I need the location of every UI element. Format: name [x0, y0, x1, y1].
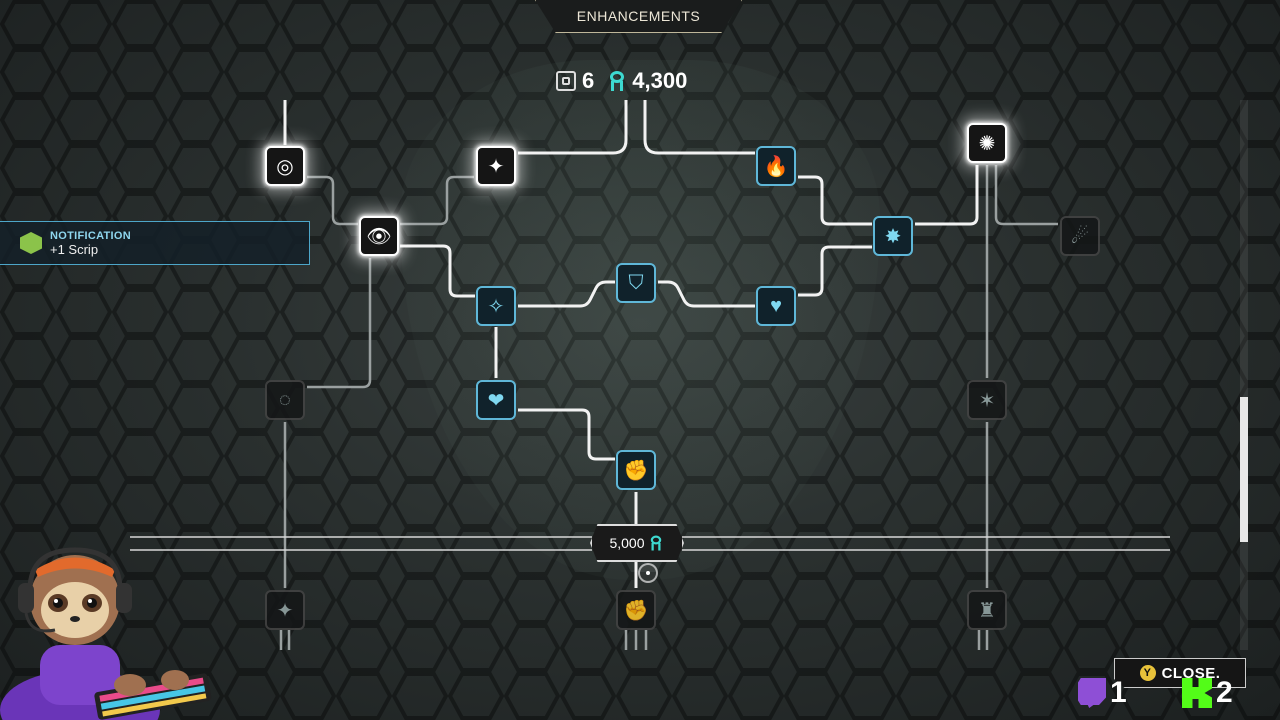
notification-body: NOTIFICATION +1 Scrip: [50, 230, 131, 257]
chip-counter: 6: [556, 68, 594, 94]
kick-count: 2: [1216, 676, 1233, 709]
shield-icon[interactable]: ⛉: [616, 263, 656, 303]
tier-unlock-cost: 5,000: [590, 524, 684, 562]
close-label: CLOSE.: [1161, 664, 1221, 682]
burst-figure-icon[interactable]: ✶: [967, 380, 1007, 420]
eye-skull-icon[interactable]: 👁: [359, 216, 399, 256]
notification-toast: NOTIFICATION +1 Scrip: [0, 221, 310, 265]
star-hand-icon[interactable]: ✧: [476, 286, 516, 326]
currency-bar: 6 4,300: [556, 68, 687, 94]
grenade-thrower-icon[interactable]: ☄: [1060, 216, 1100, 256]
scrip-counter: 4,300: [608, 68, 687, 94]
y-button-icon: Y: [1139, 665, 1156, 681]
scrollbar-track[interactable]: [1240, 100, 1248, 650]
grenade-blast-icon[interactable]: ✸: [873, 216, 913, 256]
punch-icon[interactable]: ✊: [616, 590, 656, 630]
chip-icon: [556, 71, 576, 91]
fire-icon[interactable]: 🔥: [756, 146, 796, 186]
notification-title: NOTIFICATION: [50, 229, 131, 242]
scrollbar-thumb[interactable]: [1240, 397, 1248, 542]
cursor-reticle-icon: [638, 563, 658, 583]
soldier-icon[interactable]: ♜: [967, 590, 1007, 630]
tier-cost-value: 5,000: [609, 535, 645, 551]
scrip-amount: 4,300: [632, 68, 688, 93]
page-title: ENHANCEMENTS: [535, 0, 742, 33]
chip-count: 6: [582, 68, 595, 93]
close-button[interactable]: Y CLOSE.: [1114, 658, 1246, 688]
spiral-icon[interactable]: ◌: [265, 380, 305, 420]
explosion-icon[interactable]: ✺: [967, 123, 1007, 163]
streamer-sloth-avatar: [0, 547, 212, 720]
star-hand-locked-icon[interactable]: ✦: [265, 590, 305, 630]
fist-fire-icon[interactable]: ✊: [616, 450, 656, 490]
scrip-cube-icon: [20, 232, 42, 254]
target-icon[interactable]: ◎: [265, 146, 305, 186]
scrip-icon: [608, 71, 626, 91]
wrench-icon[interactable]: ✦: [476, 146, 516, 186]
twitch-icon: [1078, 678, 1106, 708]
twitch-counter: 1: [1078, 676, 1127, 710]
twitch-count: 1: [1110, 676, 1127, 709]
kick-counter: 2: [1182, 676, 1233, 710]
scrip-icon: [649, 535, 663, 551]
notification-text: +1 Scrip: [50, 241, 99, 257]
heart-wing-icon[interactable]: ❤: [476, 380, 516, 420]
kick-icon: [1182, 678, 1212, 708]
heart-hands-icon[interactable]: ♥: [756, 286, 796, 326]
